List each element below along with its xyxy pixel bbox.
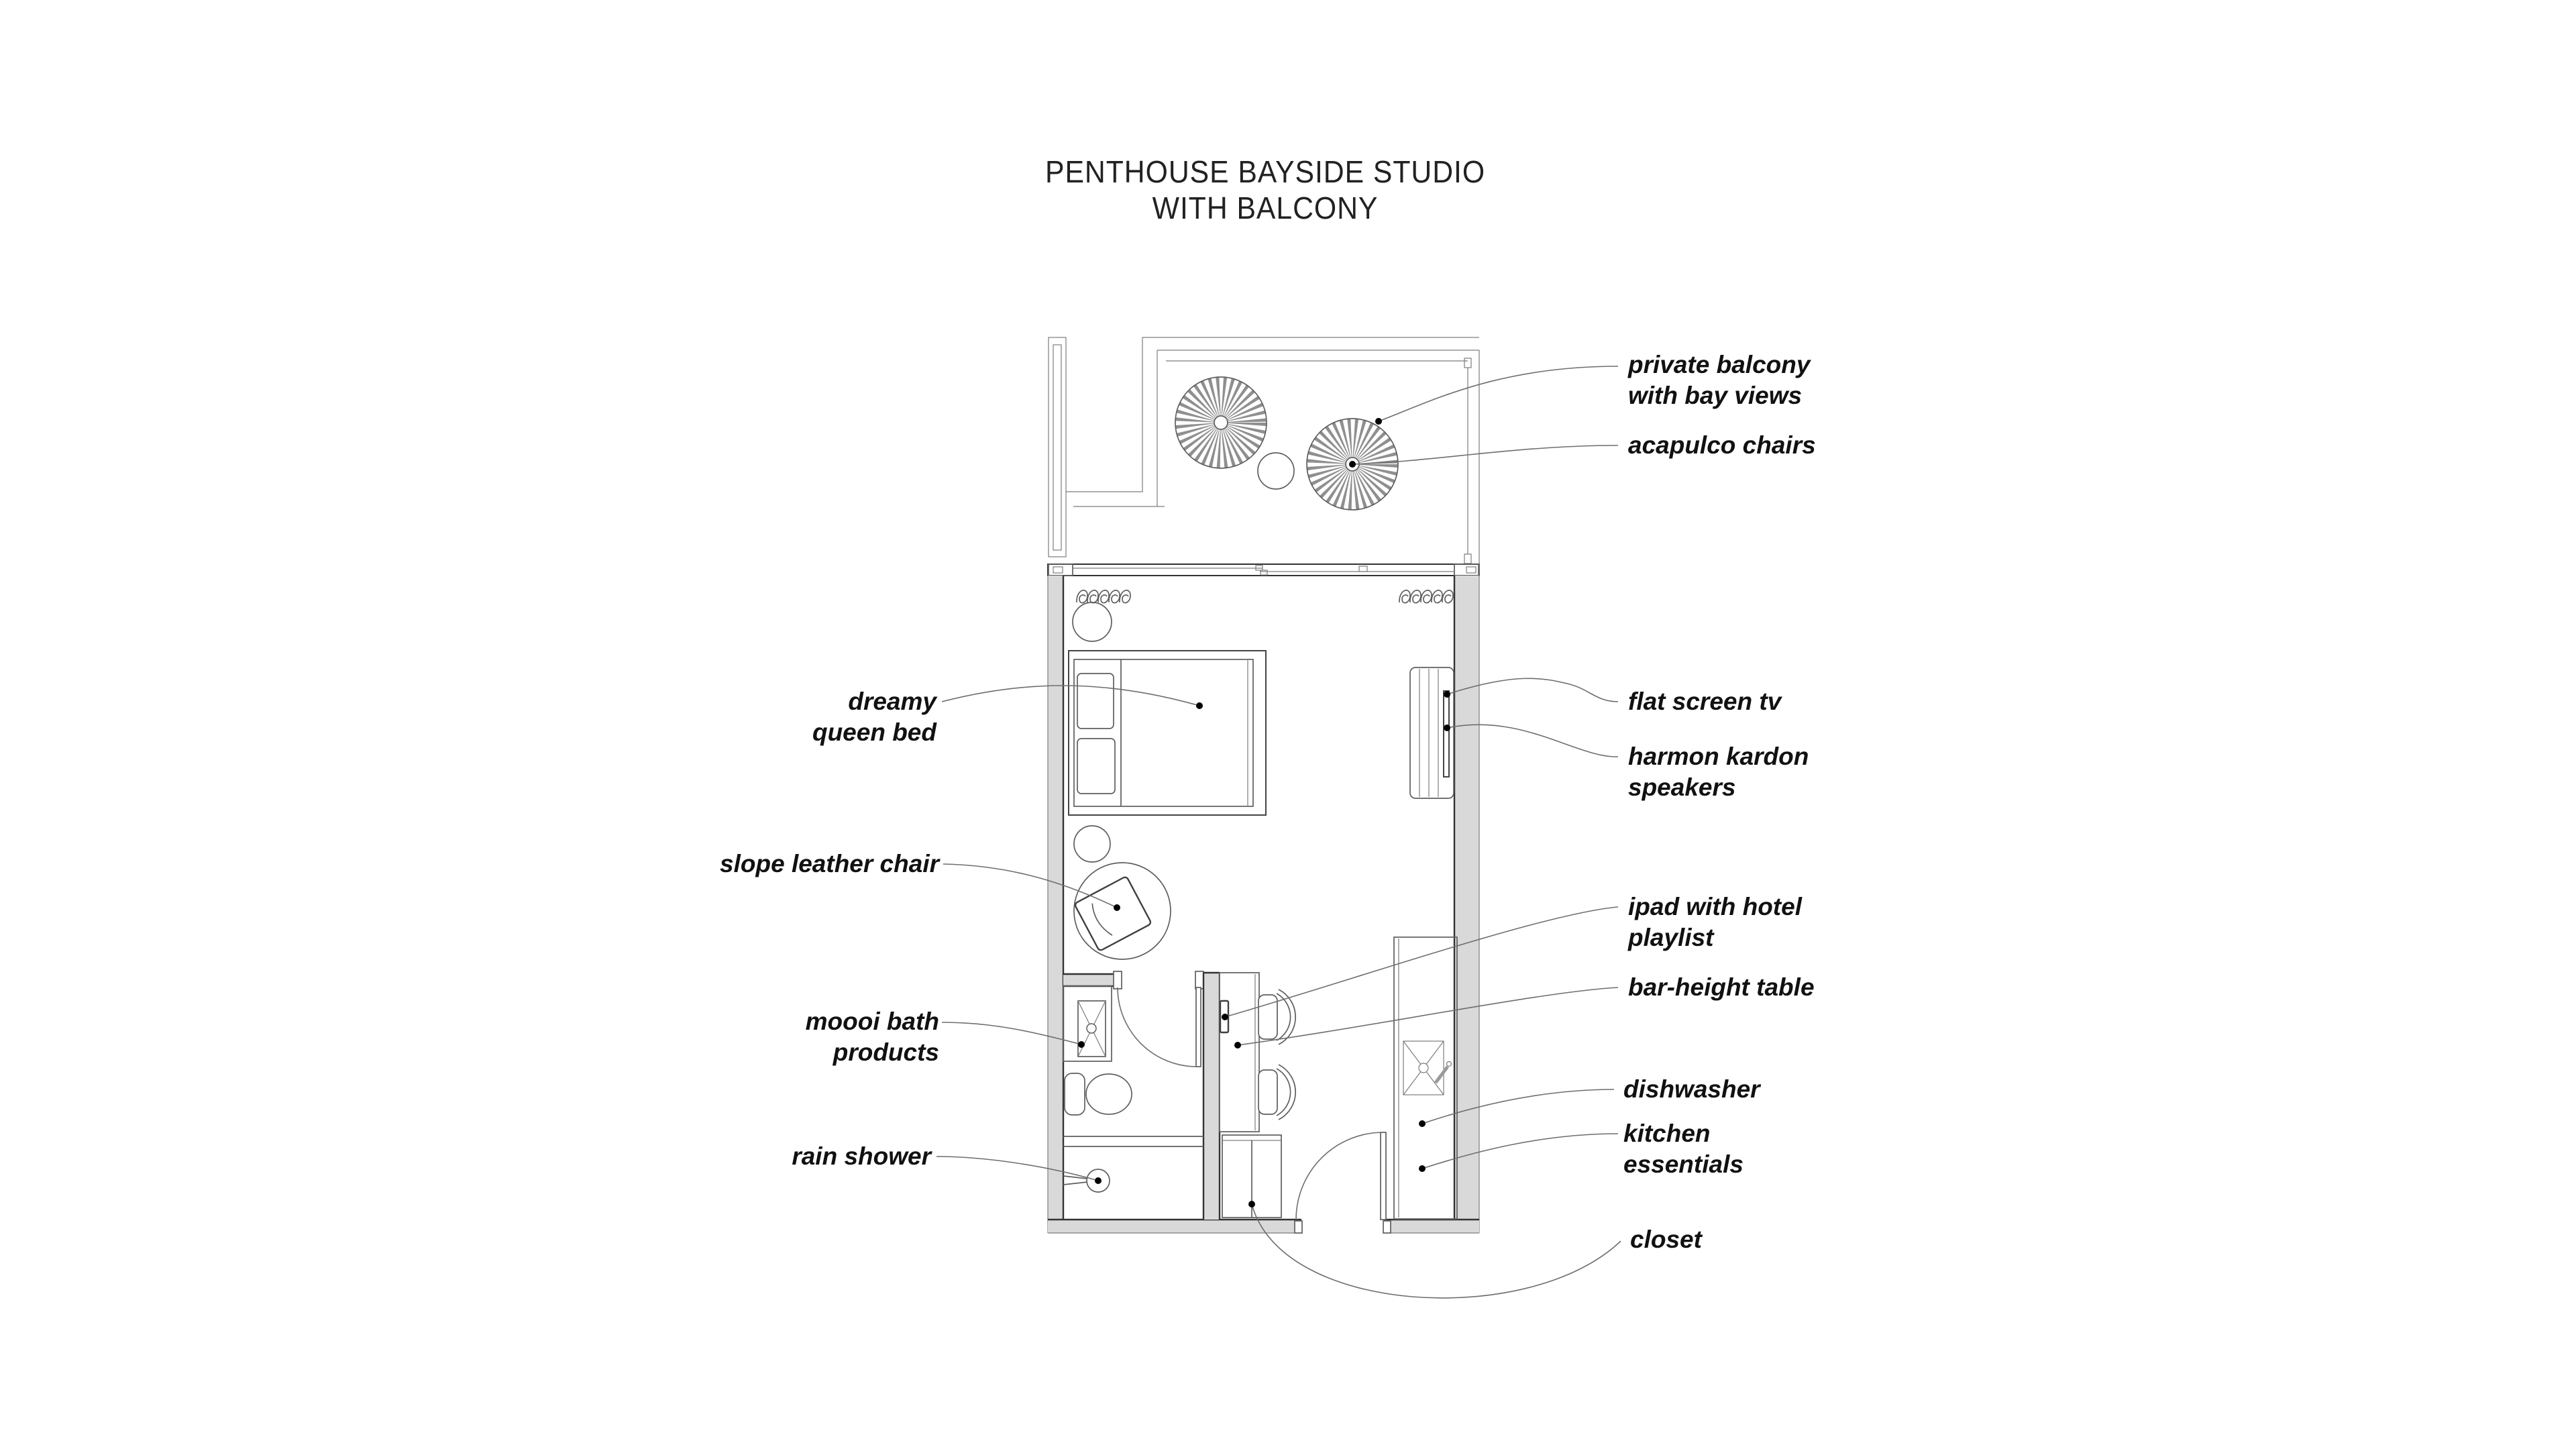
label-ipad: ipad with hotel <box>1628 893 1803 920</box>
bathroom-door <box>1117 987 1201 1067</box>
planter-icon <box>1072 602 1112 642</box>
bathroom-door-jamb <box>1113 971 1122 989</box>
label-dishwasher: dishwasher <box>1623 1075 1762 1103</box>
leader-dot-ipad <box>1222 1014 1228 1020</box>
flat-screen-tv-icon <box>1443 690 1450 777</box>
label-moooi-bath-products: moooi bath <box>806 1008 939 1035</box>
balcony <box>1048 337 1479 564</box>
leader-dot-slope-leather-chair <box>1114 904 1120 911</box>
label-harmon-kardon: speakers <box>1628 773 1735 801</box>
vanity-sink-icon <box>1063 985 1112 1062</box>
sliding-door-track <box>1047 564 1480 576</box>
shower-divider <box>1063 1136 1203 1147</box>
leader-acapulco-chairs <box>1352 445 1619 465</box>
leader-dot-private-balcony <box>1375 418 1382 425</box>
leader-dot-moooi-bath-products <box>1078 1041 1085 1048</box>
label-harmon-kardon: harmon kardon <box>1628 743 1809 770</box>
leader-closet <box>1251 1203 1621 1299</box>
leader-rain-shower <box>936 1156 1099 1181</box>
label-acapulco-chairs: acapulco chairs <box>1628 431 1816 459</box>
bathroom-partition-wall <box>1202 971 1221 1220</box>
label-kitchen-essentials: kitchen <box>1623 1120 1711 1147</box>
leader-private-balcony <box>1378 366 1619 422</box>
label-rain-shower: rain shower <box>792 1142 932 1170</box>
leader-moooi-bath-products <box>941 1022 1082 1045</box>
label-dreamy-queen-bed: queen bed <box>812 718 937 746</box>
unit-walls <box>1047 350 1480 1234</box>
curtain-icon <box>1399 590 1454 604</box>
title-line-1: PENTHOUSE BAYSIDE STUDIO <box>1045 156 1485 190</box>
toilet-icon <box>1064 1073 1132 1116</box>
kitchen-counter-icon <box>1393 936 1458 1220</box>
leader-dot-bar-height-table <box>1234 1042 1241 1049</box>
leader-harmon-kardon <box>1446 724 1619 757</box>
leader-slope-leather-chair <box>943 863 1118 908</box>
leader-lines <box>936 366 1621 1299</box>
leader-flat-screen-tv <box>1446 678 1619 702</box>
bathroom-top-wall <box>1063 973 1114 987</box>
leader-dot-dishwasher <box>1419 1120 1426 1127</box>
title-line-2: WITH BALCONY <box>1152 192 1379 226</box>
curtain-icon <box>1076 590 1131 604</box>
leader-dot-kitchen-essentials <box>1419 1165 1426 1172</box>
leader-bar-height-table <box>1237 987 1619 1046</box>
leader-dishwasher <box>1421 1089 1615 1124</box>
balcony-parapet-lines <box>1066 337 1479 507</box>
leader-dreamy-queen-bed <box>941 685 1200 706</box>
bedroom-area <box>1068 590 1454 960</box>
leader-dot-acapulco-chairs <box>1349 461 1356 468</box>
leader-kitchen-essentials <box>1421 1133 1619 1169</box>
left-wall <box>1047 576 1065 1233</box>
rain-shower-head-icon <box>1063 1169 1110 1193</box>
bar-table-icon <box>1219 972 1260 1132</box>
entry-door <box>1295 1132 1387 1220</box>
planter-icon <box>1073 825 1111 863</box>
label-moooi-bath-products: products <box>833 1038 939 1066</box>
leader-ipad <box>1224 906 1619 1018</box>
page-title: PENTHOUSE BAYSIDE STUDIO WITH BALCONY <box>1045 156 1485 226</box>
leader-dot-closet <box>1248 1201 1255 1208</box>
label-flat-screen-tv: flat screen tv <box>1628 688 1783 715</box>
leader-dot-dreamy-queen-bed <box>1196 702 1203 709</box>
bathroom-door-jamb <box>1195 971 1204 989</box>
acapulco-chair-icon <box>1175 377 1267 468</box>
label-bar-height-table: bar-height table <box>1628 973 1815 1001</box>
label-ipad: playlist <box>1627 924 1715 951</box>
label-closet: closet <box>1630 1226 1703 1253</box>
balcony-side-table-icon <box>1257 452 1295 490</box>
label-kitchen-essentials: essentials <box>1623 1150 1743 1178</box>
bathroom-area <box>1063 985 1203 1193</box>
bottom-wall-left <box>1048 1218 1301 1234</box>
bar-stool-icon <box>1258 1064 1296 1120</box>
slope-leather-chair-icon <box>1073 862 1171 960</box>
label-slope-leather-chair: slope leather chair <box>720 850 941 877</box>
leader-dot-harmon-kardon <box>1444 724 1450 731</box>
kitchen-entry-area <box>1219 936 1458 1220</box>
label-private-balcony: with bay views <box>1628 382 1802 409</box>
entry-door-jamb <box>1294 1220 1303 1234</box>
annotation-labels: private balcony with bay views acapulco … <box>720 351 1816 1253</box>
bottom-wall-right <box>1384 1218 1479 1234</box>
queen-bed-icon <box>1068 650 1267 816</box>
pillow-icon <box>1077 738 1116 794</box>
pillow-icon <box>1077 673 1114 729</box>
leader-dot-flat-screen-tv <box>1444 691 1450 698</box>
entry-door-jamb <box>1383 1220 1391 1234</box>
label-private-balcony: private balcony <box>1627 351 1812 378</box>
kitchen-sink-icon <box>1403 1040 1452 1095</box>
right-wall <box>1453 350 1480 1233</box>
label-dreamy-queen-bed: dreamy <box>848 688 938 715</box>
leader-dot-rain-shower <box>1095 1177 1102 1184</box>
balcony-left-railing <box>1048 337 1067 557</box>
tv-console-icon <box>1409 667 1454 799</box>
